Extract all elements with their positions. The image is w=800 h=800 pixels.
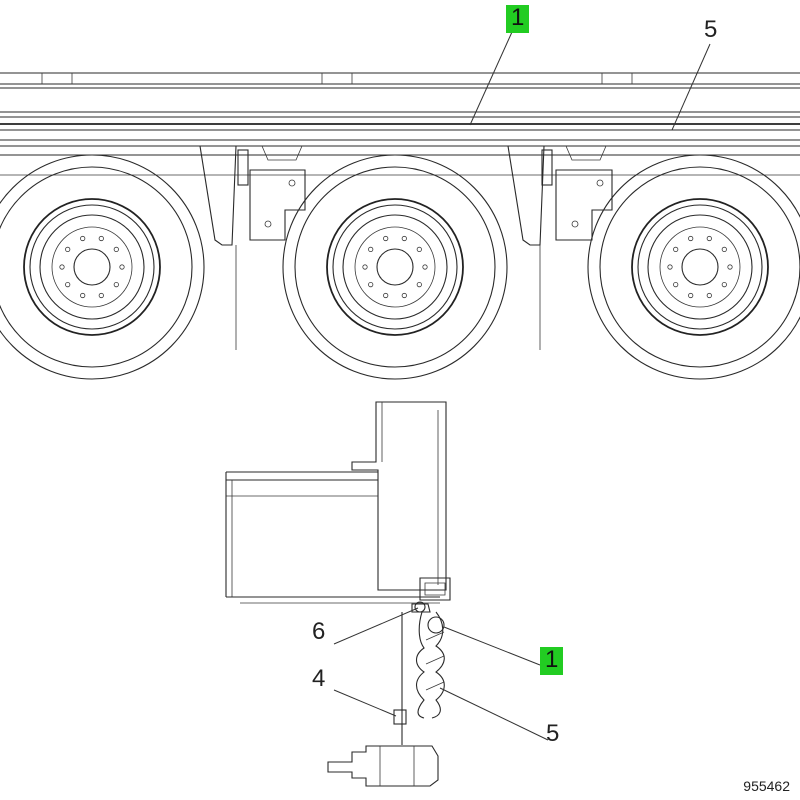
- reference-number: 955462: [743, 778, 790, 794]
- wheel-bolt: [401, 292, 407, 299]
- wheel-right: [587, 154, 800, 380]
- wheel-bolt: [65, 281, 71, 288]
- trailer-side-view: [0, 31, 800, 380]
- cross-section-detail: [225, 401, 549, 787]
- wheel-bolt: [673, 246, 679, 252]
- wheel-bolt: [98, 235, 104, 242]
- wheel-bolt: [422, 264, 428, 270]
- wheel-bolt: [416, 246, 422, 252]
- wheel-bolts: [59, 235, 733, 299]
- callout-top-5: 5: [704, 16, 718, 43]
- wheel-bolt: [706, 235, 712, 242]
- leader-bottom-5: [439, 687, 549, 741]
- leader-bottom-6: [333, 607, 419, 645]
- wheel-bolt: [368, 281, 374, 288]
- callout-bottom-1: 1: [540, 647, 564, 675]
- wheel-bolt: [667, 264, 673, 270]
- wheel-bolt: [688, 235, 694, 242]
- callout-top-1: 1: [506, 5, 530, 33]
- wheel-left: [0, 154, 205, 380]
- wheel-bolt: [80, 235, 86, 242]
- callout-bottom-6: 6: [312, 618, 326, 645]
- wheel-bolt: [383, 235, 389, 242]
- leader-top-5: [671, 43, 711, 131]
- wheel-bolt: [113, 246, 119, 252]
- wheel-bolt: [401, 235, 407, 242]
- callout-bottom-4: 4: [312, 665, 326, 692]
- callout-bottom-5: 5: [546, 720, 560, 747]
- wheel-bolt: [119, 264, 125, 270]
- wheel-bolt: [721, 281, 727, 288]
- wheel-bolt: [416, 281, 422, 288]
- wheel-bolt: [362, 264, 368, 270]
- wheel-bolt: [59, 264, 65, 270]
- wheel-bolt: [368, 246, 374, 252]
- wheel-bolt: [688, 292, 694, 299]
- wheel-bolt: [98, 292, 104, 299]
- wheel-bolt: [727, 264, 733, 270]
- leader-bottom-4: [333, 689, 397, 717]
- wheel-bolt: [80, 292, 86, 299]
- leader-bottom-1: [443, 626, 541, 666]
- wheel-bolt: [113, 281, 119, 288]
- wheel-bolt: [65, 246, 71, 252]
- wheel-bolt: [383, 292, 389, 299]
- wheel-bolt: [706, 292, 712, 299]
- wheel-bolt: [673, 281, 679, 288]
- leader-top-1: [469, 31, 513, 126]
- wheel-bolt: [721, 246, 727, 252]
- wheel-middle: [282, 154, 508, 380]
